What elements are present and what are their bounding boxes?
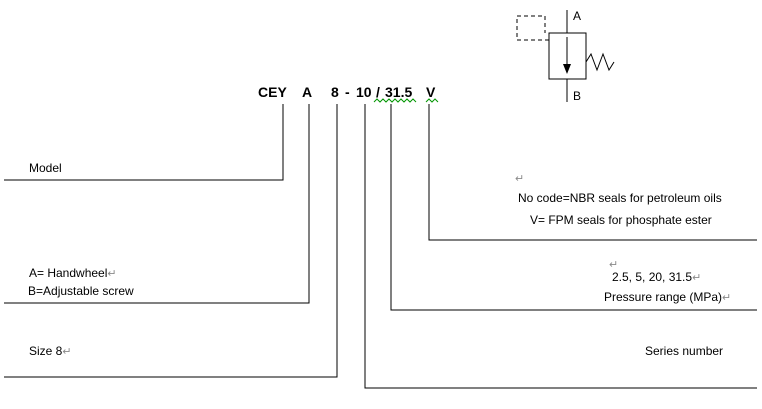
code-separator: /	[376, 84, 380, 100]
adjustable-screw-label: B=Adjustable screw	[28, 284, 134, 298]
pressure-values-label: 2.5, 5, 20, 31.5↵	[612, 270, 702, 284]
code-pressure: 31.5	[385, 84, 413, 100]
seal-nocode-label: No code=NBR seals for petroleum oils	[518, 191, 722, 205]
size-label: Size 8↵	[29, 344, 72, 358]
model-label: Model	[29, 161, 62, 175]
paragraph-mark: ↵	[692, 272, 702, 284]
valve-symbol: A B	[516, 9, 615, 103]
code-dash: -	[345, 84, 350, 100]
port-label-a: A	[573, 9, 581, 23]
series-number-label: Series number	[645, 344, 724, 358]
flow-arrow-head	[563, 64, 571, 74]
callout-line-model	[4, 104, 284, 181]
paragraph-mark: ↵	[722, 292, 732, 304]
spring-icon	[585, 52, 615, 72]
paragraph-mark: ↵	[107, 268, 117, 280]
handwheel-label: A= Handwheel↵	[29, 266, 117, 280]
spellcheck-squiggle-pressure	[373, 98, 417, 103]
paragraph-mark: ↵	[62, 346, 72, 358]
code-size: 8	[331, 84, 339, 100]
paragraph-mark: ↵	[515, 173, 525, 185]
pilot-line-dashed	[516, 15, 549, 41]
callout-line-size	[4, 104, 338, 378]
code-series: 10	[356, 84, 372, 100]
paragraph-mark: ↵	[609, 259, 619, 271]
spellcheck-squiggle-seal	[425, 98, 439, 103]
code-adjustment: A	[302, 84, 313, 100]
callout-line-series	[364, 104, 757, 389]
port-label-b: B	[573, 89, 581, 103]
pressure-range-label: Pressure range (MPa)↵	[604, 290, 732, 304]
callout-line-pressure	[390, 104, 757, 311]
code-model: CEY	[258, 84, 287, 100]
code-seal: V	[426, 84, 436, 100]
callout-line-seal	[428, 104, 757, 241]
seal-v-label: V= FPM seals for phosphate ester	[530, 213, 712, 227]
callout-line-adjustment	[4, 104, 310, 304]
